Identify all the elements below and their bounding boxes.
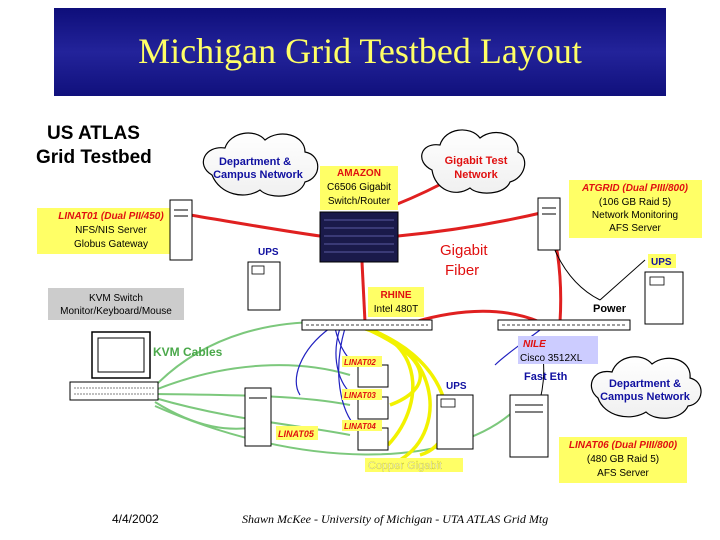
kvm-switch: KVM Switch Monitor/Keyboard/Mouse <box>48 288 184 320</box>
linat04-label: LINAT04 <box>344 422 376 431</box>
amazon-type: Switch/Router <box>328 196 391 207</box>
cloud-dept-bottom: Department & Campus Network <box>590 356 702 419</box>
rhine-model: Intel 480T <box>374 304 418 315</box>
copper-gigabit-label: Copper Gigabit <box>368 460 442 472</box>
linat04-node: LINAT04 <box>342 420 389 451</box>
atgrid-role2: AFS Server <box>609 223 661 234</box>
linat03-label: LINAT03 <box>344 391 376 400</box>
linat03-node: LINAT03 <box>342 389 389 420</box>
cloud-dept-bottom-line2: Campus Network <box>600 391 691 403</box>
cloud-dept-top-line1: Department & <box>219 156 291 168</box>
linat01-name: LINAT01 (Dual PII/450) <box>58 211 164 222</box>
rhine-label-box <box>368 287 424 317</box>
heading-line2: Grid Testbed <box>36 147 152 168</box>
linat06-storage: (480 GB Raid 5) <box>587 454 659 465</box>
console-keyboard <box>69 381 159 401</box>
rhine-switch: RHINE Intel 480T <box>301 287 433 331</box>
nile-switch: NILE Cisco 3512XL <box>497 319 631 364</box>
nile-name: NILE <box>523 339 546 350</box>
linat01-tower <box>169 199 193 261</box>
ups-right-label: UPS <box>651 257 672 268</box>
kvm-switch-name: KVM Switch <box>89 293 143 304</box>
amazon-slots <box>324 219 394 253</box>
ups-left: UPS <box>247 247 281 311</box>
fiber-atgrid-amazon <box>397 210 546 238</box>
amazon-model: C6506 Gigabit <box>327 182 391 193</box>
copper-gigabit-cables <box>347 324 449 462</box>
cloud-dept-top-line2: Campus Network <box>213 169 304 181</box>
amazon-chassis <box>319 211 399 263</box>
atgrid-role1: Network Monitoring <box>592 210 678 221</box>
slide-title: Michigan Grid Testbed Layout <box>138 31 582 71</box>
linat01-label-box <box>37 208 185 254</box>
linat06-label-box <box>559 437 687 483</box>
fiber-linat01-amazon <box>189 213 321 238</box>
atgrid-label-box <box>569 180 702 238</box>
kvm-cables-label: KVM Cables <box>153 345 223 359</box>
linat02-label: LINAT02 <box>344 358 376 367</box>
footer-date: 4/4/2002 <box>112 512 159 526</box>
kvm-switch-desc: Monitor/Keyboard/Mouse <box>60 306 172 317</box>
amazon-label-box <box>320 166 398 210</box>
linat05-label-box <box>276 426 318 440</box>
heading-line1: US ATLAS <box>47 123 140 144</box>
ups-middle-label: UPS <box>446 381 467 392</box>
cloud-dept-bottom-line1: Department & <box>609 378 681 390</box>
linat06-role: AFS Server <box>597 468 649 479</box>
ups-right: UPS <box>644 254 684 325</box>
gigabit-fiber-line1: Gigabit <box>440 242 488 259</box>
fast-eth-label: Fast Eth <box>524 371 568 383</box>
amazon-switch: AMAZON C6506 Gigabit Switch/Router <box>319 166 399 263</box>
linat02-node: LINAT02 <box>342 356 389 388</box>
atgrid-tower <box>537 197 561 251</box>
gigabit-fiber-line2: Fiber <box>445 262 479 279</box>
cloud-gigabit-test-line1: Gigabit Test <box>445 155 508 167</box>
linat03-chassis <box>357 396 389 420</box>
rhine-name: RHINE <box>380 290 411 301</box>
amazon-name: AMAZON <box>337 168 381 179</box>
ups-right-label-box <box>648 254 676 268</box>
linat01-node: LINAT01 (Dual PII/450) NFS/NIS Server Gl… <box>37 199 193 261</box>
fiber-amazon-rhine <box>360 261 367 323</box>
ups-left-label: UPS <box>258 247 279 258</box>
power-line-ups-right <box>599 259 646 301</box>
linat01-role1: NFS/NIS Server <box>75 225 147 236</box>
cloud-gigabit-test-line2: Network <box>454 169 498 181</box>
linat01-role2: Globus Gateway <box>74 239 148 250</box>
linat04-label-box <box>342 420 382 431</box>
linat05-node: LINAT05 <box>244 387 318 447</box>
nile-label-box <box>518 336 598 364</box>
cloud-gigabit-test: Gigabit Test Network <box>421 129 526 194</box>
cloud-dept-top: Department & Campus Network <box>202 132 319 197</box>
footer-credit: Shawn McKee - University of Michigan - U… <box>242 512 549 526</box>
nile-model: Cisco 3512XL <box>520 353 583 364</box>
ups-middle: UPS <box>436 381 474 450</box>
linat05-tower <box>244 387 272 447</box>
linat05-label: LINAT05 <box>278 429 315 439</box>
linat02-label-box <box>342 356 382 367</box>
kvm-console <box>69 331 159 401</box>
kvm-switch-box <box>48 288 184 320</box>
linat06-tower <box>509 394 549 458</box>
atgrid-node: ATGRID (Dual PIII/800) (106 GB Raid 5) N… <box>537 180 702 251</box>
linat02-chassis <box>357 364 389 388</box>
fast-ethernet-cables <box>295 327 541 429</box>
title-bar: Michigan Grid Testbed Layout <box>54 8 666 96</box>
linat04-chassis <box>357 427 389 451</box>
power-label: Power <box>593 303 627 315</box>
copper-gigabit-label-box <box>365 458 463 472</box>
linat06-name: LINAT06 (Dual PIII/800) <box>569 440 678 451</box>
linat06-node: LINAT06 (Dual PIII/800) (480 GB Raid 5) … <box>509 394 687 483</box>
atgrid-storage: (106 GB Raid 5) <box>599 197 671 208</box>
atgrid-name: ATGRID (Dual PIII/800) <box>581 183 689 194</box>
linat03-label-box <box>342 389 382 400</box>
